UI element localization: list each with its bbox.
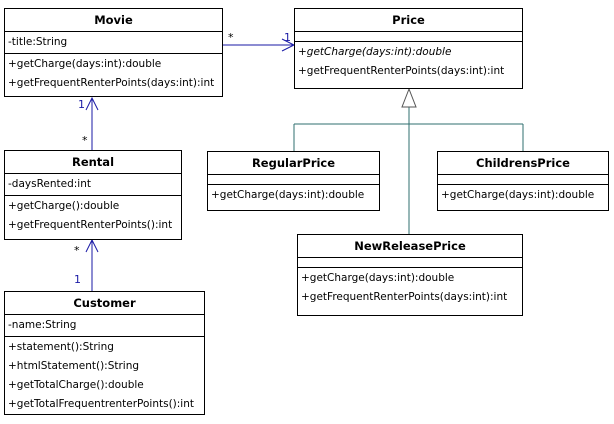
class-movie[interactable]: Movie -title:String +getCharge(days:int)… bbox=[4, 8, 223, 97]
class-childrens-price[interactable]: ChildrensPrice +getCharge(days:int):doub… bbox=[437, 151, 609, 211]
attribute: -name:String bbox=[8, 319, 77, 331]
attribute-compartment bbox=[208, 175, 379, 185]
operation-compartment: +getCharge():double +getFrequentRenterPo… bbox=[5, 196, 181, 236]
operation-compartment: +getCharge(days:int):double +getFrequent… bbox=[5, 54, 222, 94]
abstract-operation: +getCharge(days:int):double bbox=[298, 46, 452, 58]
attribute-compartment: -daysRented:int bbox=[5, 174, 181, 196]
attribute-compartment bbox=[295, 32, 522, 42]
class-name: Rental bbox=[5, 151, 181, 174]
multiplicity-movie-price-source: * bbox=[228, 31, 234, 44]
association-rental-movie bbox=[85, 96, 99, 150]
attribute-compartment: -name:String bbox=[5, 315, 204, 337]
operation: +htmlStatement():String bbox=[8, 360, 140, 372]
operation-compartment: +getCharge(days:int):double +getFrequent… bbox=[295, 42, 522, 82]
attribute: -daysRented:int bbox=[8, 178, 91, 190]
operation: +getFrequentRenterPoints(days:int):int bbox=[298, 65, 505, 77]
operation-compartment: +getCharge(days:int):double bbox=[438, 185, 608, 206]
operation: +getFrequentRenterPoints():int bbox=[8, 219, 173, 231]
multiplicity-customer-rental-source: 1 bbox=[74, 273, 81, 286]
attribute-compartment bbox=[438, 175, 608, 185]
operation: +getCharge(days:int):double bbox=[211, 189, 365, 201]
class-price[interactable]: Price +getCharge(days:int):double +getFr… bbox=[294, 8, 523, 89]
multiplicity-rental-movie-target: 1 bbox=[78, 98, 85, 111]
operation: +getFrequentRenterPoints(days:int):int bbox=[301, 291, 508, 303]
operation: +getCharge(days:int):double bbox=[301, 272, 455, 284]
class-name: NewReleasePrice bbox=[298, 235, 522, 258]
operation: +getCharge(days:int):double bbox=[8, 58, 162, 70]
generalization-tree bbox=[293, 107, 524, 234]
class-name: Price bbox=[295, 9, 522, 32]
class-name: Customer bbox=[5, 292, 204, 315]
generalization-arrowhead bbox=[401, 87, 417, 108]
multiplicity-customer-rental-target: * bbox=[74, 244, 80, 257]
operation-compartment: +getCharge(days:int):double bbox=[208, 185, 379, 206]
class-name: ChildrensPrice bbox=[438, 152, 608, 175]
operation: +getCharge(days:int):double bbox=[441, 189, 595, 201]
operation: +statement():String bbox=[8, 341, 114, 353]
class-name: RegularPrice bbox=[208, 152, 379, 175]
attribute-compartment: -title:String bbox=[5, 32, 222, 54]
operation-compartment: +statement():String +htmlStatement():Str… bbox=[5, 337, 204, 415]
multiplicity-movie-price-target: 1 bbox=[284, 31, 291, 44]
operation: +getFrequentRenterPoints(days:int):int bbox=[8, 77, 215, 89]
operation: +getTotalFrequentrenterPoints():int bbox=[8, 398, 194, 410]
operation-compartment: +getCharge(days:int):double +getFrequent… bbox=[298, 268, 522, 308]
multiplicity-rental-movie-source: * bbox=[82, 134, 88, 147]
association-customer-rental bbox=[85, 238, 99, 291]
class-regular-price[interactable]: RegularPrice +getCharge(days:int):double bbox=[207, 151, 380, 211]
class-name: Movie bbox=[5, 9, 222, 32]
class-new-release-price[interactable]: NewReleasePrice +getCharge(days:int):dou… bbox=[297, 234, 523, 316]
operation: +getCharge():double bbox=[8, 200, 120, 212]
attribute-compartment bbox=[298, 258, 522, 268]
operation: +getTotalCharge():double bbox=[8, 379, 144, 391]
attribute: -title:String bbox=[8, 36, 68, 48]
class-rental[interactable]: Rental -daysRented:int +getCharge():doub… bbox=[4, 150, 182, 240]
class-customer[interactable]: Customer -name:String +statement():Strin… bbox=[4, 291, 205, 415]
